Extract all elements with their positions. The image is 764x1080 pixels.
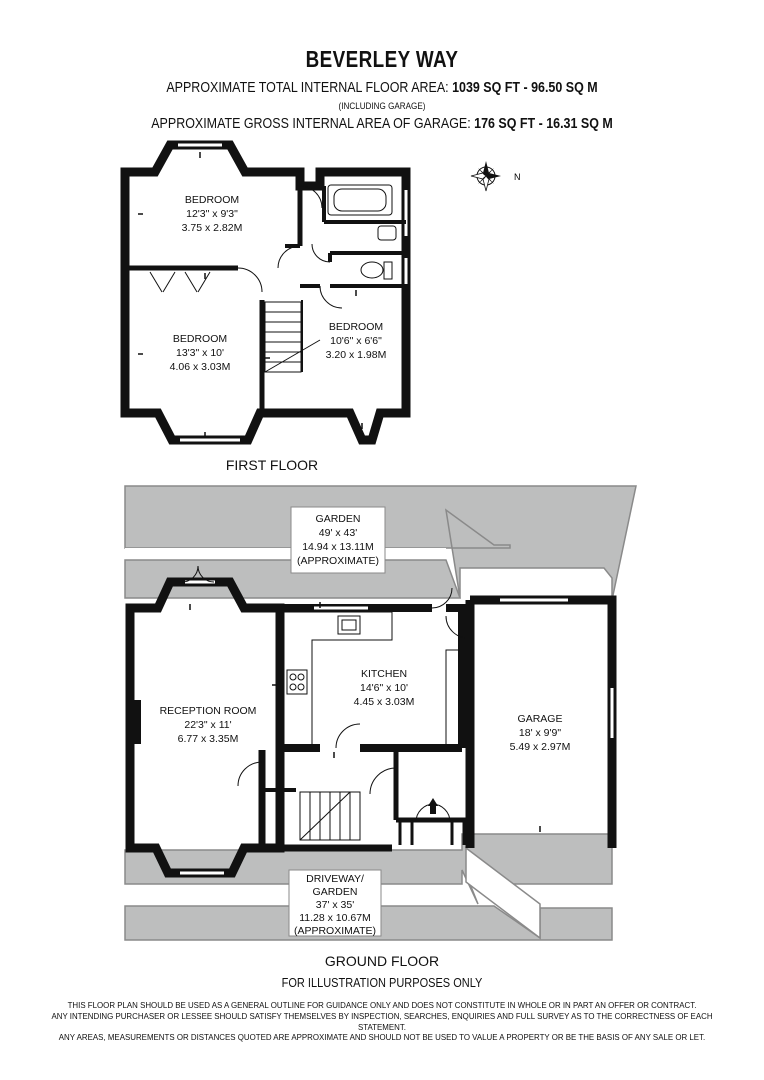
reception-name: RECEPTION ROOM: [160, 705, 257, 717]
driveway-name-2: GARDEN: [313, 886, 358, 898]
garage-metric: 5.49 x 2.97M: [510, 741, 571, 753]
total-area-line: APPROXIMATE TOTAL INTERNAL FLOOR AREA: 1…: [53, 80, 710, 96]
disclaimer-line-3: ANY AREAS, MEASUREMENTS OR DISTANCES QUO…: [58, 1032, 706, 1043]
disclaimer: THIS FLOOR PLAN SHOULD BE USED AS A GENE…: [31, 1000, 734, 1043]
garage-area-line: APPROXIMATE GROSS INTERNAL AREA OF GARAG…: [53, 116, 710, 132]
first-floor-labels: BEDROOM 12'3" x 9'3" 3.75 x 2.82M BEDROO…: [170, 194, 387, 473]
garden-metric: 14.94 x 13.11M: [302, 541, 374, 553]
disclaimer-line-2: ANY INTENDING PURCHASER OR LESSEE SHOULD…: [51, 1010, 713, 1032]
bedroom-2-imperial: 13'3" x 10': [176, 347, 224, 359]
bedroom-2-name: BEDROOM: [173, 333, 227, 345]
bedroom-3-metric: 3.20 x 1.98M: [326, 349, 387, 361]
garden-name: GARDEN: [316, 513, 361, 525]
driveway-note: (APPROXIMATE): [294, 925, 376, 937]
bedroom-3-imperial: 10'6" x 6'6": [330, 335, 382, 347]
bedroom-2-metric: 4.06 x 3.03M: [170, 361, 231, 373]
garage-imperial: 18' x 9'9": [519, 727, 561, 739]
gardens: [124, 485, 637, 941]
garage-area-label: APPROXIMATE GROSS INTERNAL AREA OF GARAG…: [151, 116, 471, 132]
reception-imperial: 22'3" x 11': [184, 719, 231, 731]
disclaimer-line-1: THIS FLOOR PLAN SHOULD BE USED AS A GENE…: [67, 1000, 697, 1010]
driveway-name: DRIVEWAY/: [306, 873, 364, 885]
compass-rose-icon: [470, 161, 501, 192]
garage-name: GARAGE: [518, 713, 563, 725]
bedroom-1-metric: 3.75 x 2.82M: [182, 222, 243, 234]
garden-left-strip: [125, 548, 446, 560]
first-floor-label: FIRST FLOOR: [226, 457, 318, 473]
kitchen-name: KITCHEN: [361, 668, 407, 680]
compass-north-label: N: [514, 172, 521, 182]
driveway-metric: 11.28 x 10.67M: [299, 912, 371, 924]
ground-floor-labels: GARDEN 49' x 43' 14.94 x 13.11M (APPROXI…: [160, 513, 571, 969]
ground-floor-plan: [125, 565, 617, 878]
kitchen-metric: 4.45 x 3.03M: [354, 696, 415, 708]
ground-floor-label: GROUND FLOOR: [325, 953, 439, 969]
total-area-label: APPROXIMATE TOTAL INTERNAL FLOOR AREA:: [166, 80, 449, 96]
kitchen-imperial: 14'6" x 10': [360, 682, 408, 694]
bedroom-1-name: BEDROOM: [185, 194, 239, 206]
including-garage-note: (INCLUDING GARAGE): [338, 101, 426, 111]
total-area-value: 1039 SQ FT - 96.50 SQ M: [452, 80, 598, 96]
garden-imperial: 49' x 43': [319, 527, 357, 539]
bedroom-1-imperial: 12'3" x 9'3": [186, 208, 238, 220]
first-floor-plan: [120, 140, 411, 445]
reception-metric: 6.77 x 3.35M: [178, 733, 239, 745]
illustration-note: FOR ILLUSTRATION PURPOSES ONLY: [281, 976, 483, 990]
garage-area-value: 176 SQ FT - 16.31 SQ M: [474, 116, 613, 132]
driveway-imperial: 37' x 35': [316, 899, 354, 911]
plan-title: BEVERLEY WAY: [305, 46, 459, 72]
bedroom-3-name: BEDROOM: [329, 321, 383, 333]
garden-note: (APPROXIMATE): [297, 555, 379, 567]
